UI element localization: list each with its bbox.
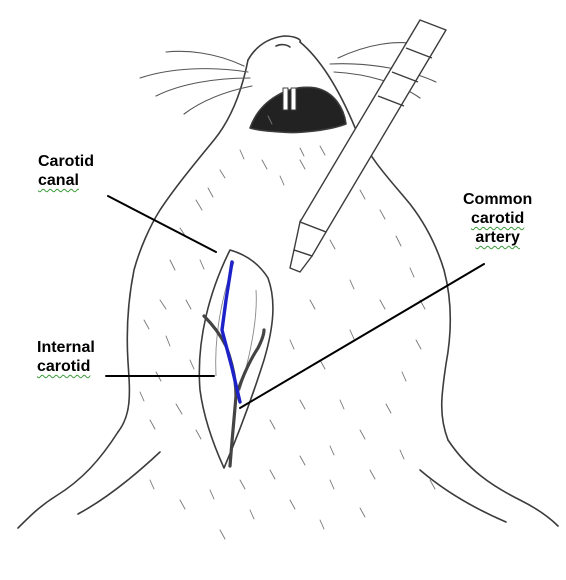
common-carotid-line2: carotid (463, 209, 532, 228)
internal-carotid-label: Internal carotid (37, 338, 95, 376)
carotid-canal-label: Carotid canal (38, 152, 94, 190)
common-carotid-line1: Common (463, 190, 532, 209)
common-carotid-line3: artery (463, 228, 532, 247)
carotid-canal-line2: canal (38, 171, 94, 190)
common-carotid-label: Common carotid artery (463, 190, 532, 247)
internal-carotid-line1: Internal (37, 338, 95, 357)
internal-carotid-line2: carotid (37, 357, 95, 376)
carotid-canal-line1: Carotid (38, 152, 94, 171)
